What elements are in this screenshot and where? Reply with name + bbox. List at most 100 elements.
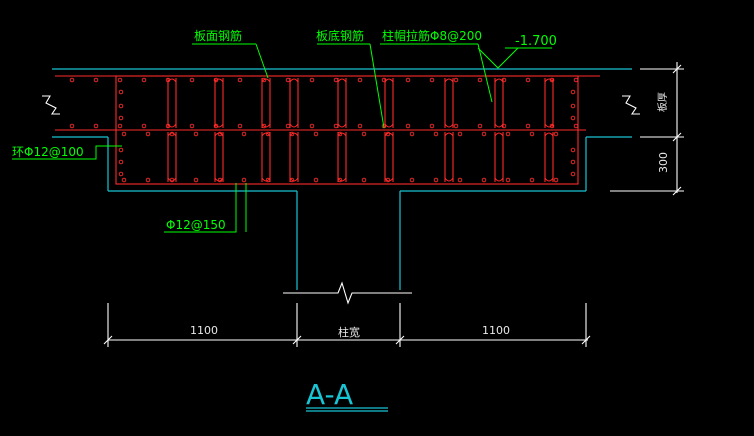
rebar-bar-section (118, 159, 124, 165)
stirrup (337, 132, 347, 182)
rebar-bar-section (265, 131, 271, 137)
rebar-bar-section (285, 77, 291, 83)
rebar-bar-section (429, 123, 435, 129)
label-bottom-rebar: 板底钢筋 (316, 28, 364, 43)
rebar-bar-section (193, 131, 199, 137)
rebar-bar-section (118, 171, 124, 177)
rebar-bar-section (337, 131, 343, 137)
rebar-bar-section (573, 77, 579, 83)
rebar-bar-section (549, 123, 555, 129)
rebar-bar-section (309, 123, 315, 129)
rebar-bar-section (337, 177, 343, 183)
rebar-bar-section (481, 177, 487, 183)
rebar-cage (55, 75, 600, 185)
rebar-bar-section (217, 131, 223, 137)
rebar-bar-section (405, 77, 411, 83)
rebar-bar-section (453, 123, 459, 129)
rebar-bar-section (313, 131, 319, 137)
rebar-bar-section (121, 131, 127, 137)
rebar-bar-section (118, 115, 124, 121)
rebar-bar-section (573, 123, 579, 129)
rebar-bar-section (213, 77, 219, 83)
rebar-bar-section (217, 177, 223, 183)
rebar-bar-section (333, 123, 339, 129)
dim-label-thickness: 板厚 (656, 92, 669, 112)
rebar-bar-section (357, 123, 363, 129)
rebar-bar-section (525, 77, 531, 83)
rebar-bar-section (501, 123, 507, 129)
rebar-bar-section (477, 77, 483, 83)
stirrup (494, 132, 504, 182)
dim-label-300: 300 (657, 152, 670, 173)
rebar-bar-section (93, 77, 99, 83)
rebar-bar-section (145, 131, 151, 137)
rebar-bar-section (261, 77, 267, 83)
rebar-bar-section (193, 177, 199, 183)
rebar-bar-section (529, 131, 535, 137)
rebar-bar-section (433, 177, 439, 183)
rebar-bar-section (69, 123, 75, 129)
rebar-bar-section (505, 131, 511, 137)
stirrup (444, 132, 454, 182)
rebar-bar-section (169, 131, 175, 137)
stirrup (544, 132, 554, 182)
rebar-bar-section (241, 177, 247, 183)
rebar-bar-section (385, 177, 391, 183)
rebar-bar-section (570, 103, 576, 109)
rebar-bar-section (570, 89, 576, 95)
rebar-bar-section (570, 171, 576, 177)
rebar-bar-section (118, 147, 124, 153)
rebar-bar-section (241, 131, 247, 137)
rebar-bar-section (145, 177, 151, 183)
rebar-bar-section (381, 77, 387, 83)
rebar-bar-section (481, 131, 487, 137)
rebar-bar-section (141, 123, 147, 129)
break-lines (42, 95, 640, 305)
rebar-bar-section (385, 131, 391, 137)
rebar-bar-section (118, 89, 124, 95)
rebar-bar-section (93, 123, 99, 129)
stirrup (214, 78, 224, 128)
rebar-bar-section (570, 147, 576, 153)
rebar-bar-section (361, 131, 367, 137)
stirrup (494, 78, 504, 128)
rebar-bar-section (69, 77, 75, 83)
rebar-bar-section (529, 177, 535, 183)
rebar-bar-section (553, 131, 559, 137)
stirrup (289, 132, 299, 182)
rebar-bar-section (361, 177, 367, 183)
rebar-bar-section (117, 123, 123, 129)
rebar-bar-section (289, 177, 295, 183)
rebar-bar-section (121, 177, 127, 183)
stirrup (167, 78, 177, 128)
annotation-leaders (12, 43, 552, 233)
rebar-bar-section (165, 77, 171, 83)
rebar-bar-section (261, 123, 267, 129)
rebar-bar-section (553, 177, 559, 183)
stirrup (384, 132, 394, 182)
dim-label-left: 1100 (190, 324, 218, 337)
rebar-bar-section (457, 131, 463, 137)
rebar-bar-section (117, 77, 123, 83)
rebar-bar-section (309, 77, 315, 83)
rebar-bar-section (525, 123, 531, 129)
rebar-bar-section (237, 77, 243, 83)
rebar-bar-section (213, 123, 219, 129)
dim-label-mid: 柱宽 (338, 325, 360, 339)
stirrup (261, 132, 271, 182)
rebar-bar-section (165, 123, 171, 129)
rebar-bar-section (118, 103, 124, 109)
stirrup (167, 132, 177, 182)
rebar-bar-section (433, 131, 439, 137)
rebar-bar-section (141, 77, 147, 83)
rebar-bar-section (409, 177, 415, 183)
rebar-bar-section (409, 131, 415, 137)
label-top-rebar: 板面钢筋 (194, 28, 242, 43)
rebar-bar-section (289, 131, 295, 137)
stirrup (261, 78, 271, 128)
rebar-bar-section (189, 77, 195, 83)
rebar-bar-section (505, 177, 511, 183)
rebar-bar-section (570, 115, 576, 121)
rebar-bar-section (570, 159, 576, 165)
